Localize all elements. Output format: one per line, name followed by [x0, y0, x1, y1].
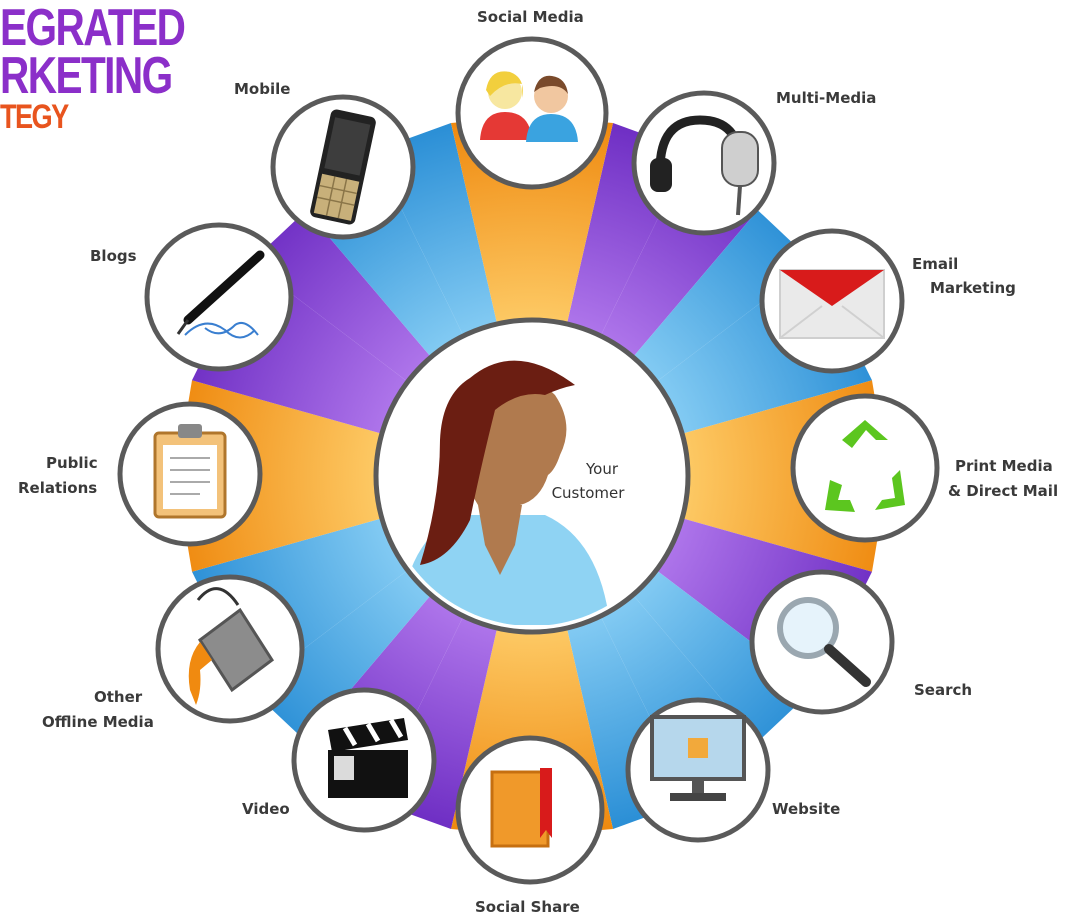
paint-bucket-icon: [188, 587, 275, 705]
recycle-icon: [825, 420, 905, 512]
clipboard-icon: [153, 424, 227, 519]
title-line-2: RKETING: [0, 47, 173, 105]
label-email-line-2: Marketing: [930, 279, 1016, 297]
label-social-share: Social Share: [475, 898, 580, 916]
label-video: Video: [242, 800, 290, 818]
node-video: [291, 687, 437, 833]
label-multi-media: Multi-Media: [776, 89, 877, 107]
node-offline-media: [155, 574, 305, 724]
mobile-phone-icon: [310, 109, 376, 225]
node-mobile: [270, 94, 416, 240]
node-print-media: [790, 393, 940, 543]
people-icon: [480, 71, 578, 142]
node-multi-media: [631, 90, 777, 236]
headphones-microphone-icon: [650, 115, 759, 216]
center-circle: Your Customer: [373, 317, 691, 635]
label-email-line-1: Email: [912, 255, 959, 273]
envelope-icon: [779, 269, 885, 339]
label-mobile: Mobile: [234, 80, 291, 98]
label-blogs: Blogs: [90, 247, 137, 265]
label-website: Website: [772, 800, 841, 818]
center-label-line-1: Your: [585, 460, 619, 478]
title-line-3: TEGY: [0, 98, 69, 136]
pen-icon: [176, 250, 265, 339]
label-offline-line-2: Offline Media: [42, 713, 154, 731]
label-search: Search: [914, 681, 973, 699]
node-public-relations: [117, 401, 263, 547]
magnifier-icon: [777, 597, 871, 687]
node-social-share: [455, 735, 605, 885]
node-blogs: [144, 222, 294, 372]
label-print-line-1: Print Media: [955, 457, 1053, 475]
node-search: [749, 569, 895, 715]
book-icon: [490, 768, 552, 848]
node-website: [625, 697, 771, 843]
label-social-media: Social Media: [477, 8, 584, 26]
monitor-icon: [650, 715, 746, 801]
title-line-1: EGRATED: [0, 0, 186, 57]
label-pr-line-2: Relations: [18, 479, 98, 497]
label-offline-line-1: Other: [94, 688, 143, 706]
node-email-marketing: [759, 228, 905, 374]
label-pr-line-1: Public: [46, 454, 98, 472]
center-label-line-2: Customer: [552, 484, 626, 502]
node-social-media: [455, 36, 609, 190]
customer-illustration: [400, 360, 610, 625]
label-print-line-2: & Direct Mail: [948, 482, 1059, 500]
clapperboard-icon: [328, 718, 408, 798]
